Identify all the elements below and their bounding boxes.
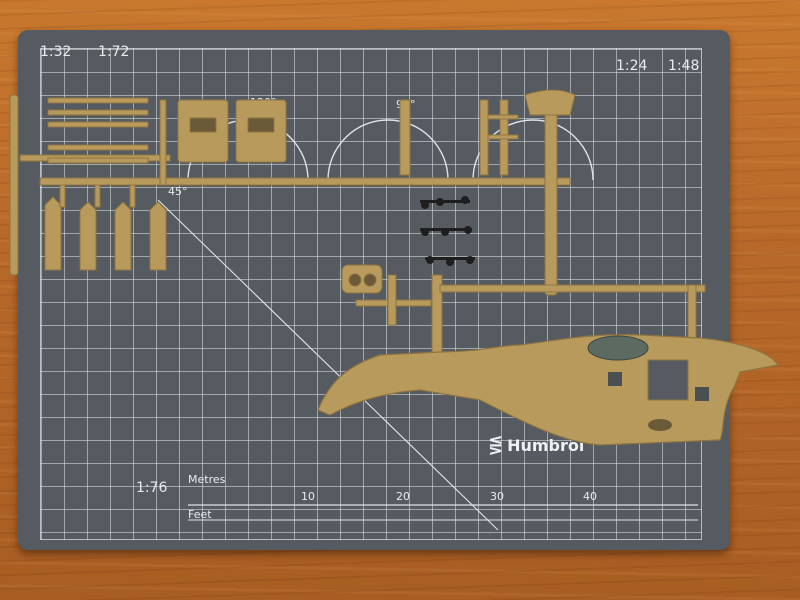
brand-logo: ⋚ Humbrol [488,435,584,456]
angle-label-45: 45° [168,185,188,198]
helicopter-fuselage-half [317,334,779,446]
humbrol-logo-icon: ⋚ [488,435,504,456]
ruler-number-10: 10 [301,490,315,503]
ruler-unit-metres: Metres [188,473,226,486]
black-small-parts [420,196,475,266]
mat-markings [157,119,698,531]
scale-label-1-32: 1:32 [40,44,72,60]
ruler-number-40: 40 [583,490,597,503]
scale-label-1-72: 1:72 [98,44,130,60]
ruler-number-20: 20 [396,490,410,503]
brand-name: Humbrol [507,436,585,455]
ruler-unit-feet: Feet [188,508,212,521]
scale-label-1-48: 1:48 [668,58,700,74]
mat-grid [40,48,702,540]
scale-label-1-24: 1:24 [616,58,648,74]
ruler-number-30: 30 [490,490,504,503]
scale-label-1-76: 1:76 [136,480,168,496]
